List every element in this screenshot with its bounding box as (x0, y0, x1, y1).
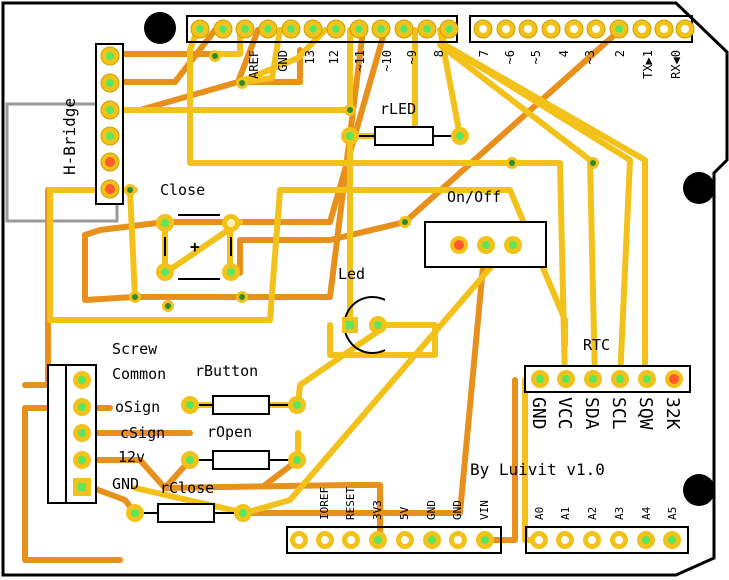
header-label-10: ~10 (380, 50, 394, 72)
mounting-hole-right-lower (683, 474, 715, 506)
header-label-2: 2 (613, 50, 627, 57)
header-label-tx1: TX▶1 (641, 50, 655, 79)
analog-label-a3: A3 (613, 507, 626, 520)
header-label-aref: AREF (247, 50, 261, 79)
onoff-label: On/Off (447, 188, 501, 206)
screw-pin-gnd: GND (112, 475, 139, 493)
analog-label-a2: A2 (586, 507, 599, 520)
screw-pin-osign: oSign (115, 398, 160, 416)
power-label-vin: VIN (478, 500, 491, 520)
header-label-9: ~9 (405, 50, 419, 64)
power-label-3v3: 3V3 (371, 500, 384, 520)
screw-pin-common: Common (112, 365, 166, 383)
header-label-gnd: GND (276, 50, 290, 72)
analog-header: A0 A1 A2 A3 A4 A5 (525, 506, 689, 554)
power-label-gnd2: GND (451, 500, 464, 520)
screw-pin-csign: cSign (120, 424, 165, 442)
h-bridge-connector: H-Bridge (60, 43, 124, 205)
onoff-switch-footprint: On/Off (424, 188, 547, 268)
rled-label: rLED (380, 100, 416, 118)
digital-header: AREF GND 13 12 ~11 ~10 ~9 8 7 ~6 ~5 4 ~3… (186, 15, 695, 79)
close-button-label: Close (160, 181, 205, 199)
rtc-pin-sqw: SQW (635, 397, 656, 430)
power-label-gnd1: GND (425, 500, 438, 520)
mounting-hole-top-left (144, 12, 176, 44)
rbutton-label: rButton (195, 362, 258, 380)
close-button-footprint: Close + (156, 181, 240, 281)
led-label: Led (338, 265, 365, 283)
close-button-plus: + (190, 237, 200, 256)
resistor-rled: rLED (341, 100, 469, 146)
rtc-pin-scl: SCL (608, 397, 629, 430)
power-header: IOREF RESET 3V3 5V GND GND VIN (286, 487, 502, 554)
screw-terminal-title: Screw (112, 340, 158, 358)
analog-label-a1: A1 (559, 507, 572, 520)
rtc-label: RTC (583, 336, 610, 354)
header-label-rx0: RX◀0 (669, 50, 683, 79)
resistor-ropen: rOpen (181, 423, 306, 470)
rclose-label: rClose (160, 479, 214, 497)
traces-bottom-layer (22, 27, 623, 563)
header-label-8: 8 (432, 50, 446, 57)
header-label-3: ~3 (583, 50, 597, 64)
analog-label-a0: A0 (533, 507, 546, 520)
led-footprint: Led (338, 265, 387, 354)
header-label-6: ~6 (503, 50, 517, 64)
rtc-pin-sda: SDA (581, 397, 602, 430)
power-label-5v: 5V (398, 506, 411, 520)
vias (124, 50, 599, 312)
analog-label-a5: A5 (666, 507, 679, 520)
power-label-ioref: IOREF (318, 487, 331, 520)
h-bridge-label: H-Bridge (60, 98, 79, 175)
rtc-pin-vcc: VCC (554, 397, 575, 430)
ropen-label: rOpen (207, 423, 252, 441)
analog-label-a4: A4 (640, 506, 653, 520)
credit-text: By Luivit v1.0 (470, 460, 605, 479)
rtc-pin-gnd: GND (528, 397, 549, 430)
power-label-reset: RESET (344, 487, 357, 520)
rtc-pin-32k: 32K (662, 397, 683, 430)
header-label-13: 13 (303, 50, 317, 64)
header-label-12: 12 (327, 50, 341, 64)
screw-terminal: Screw Common oSign cSign 12v GND (47, 340, 166, 504)
mounting-hole-right-upper (683, 172, 715, 204)
resistor-rbutton: rButton (181, 362, 306, 415)
resistor-rclose: rClose (126, 479, 252, 523)
screw-pin-12v: 12v (118, 448, 145, 466)
header-label-11: ~11 (353, 50, 367, 72)
rtc-module: RTC GND VCC SDA SCL SQW 32K (524, 336, 691, 430)
header-label-7: 7 (477, 50, 491, 57)
header-label-4: 4 (557, 50, 571, 57)
header-label-5: ~5 (529, 50, 543, 64)
